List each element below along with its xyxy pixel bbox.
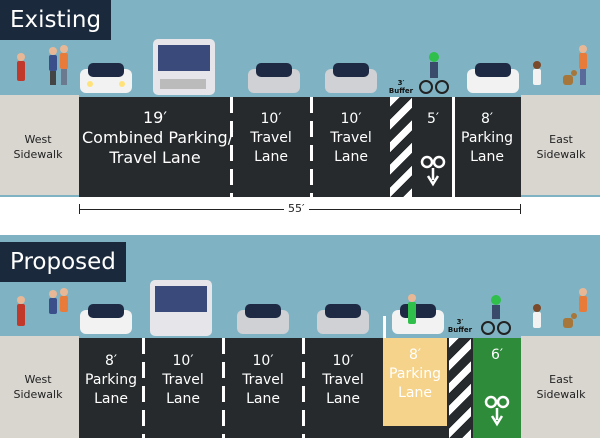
cyclist-icon: [481, 295, 511, 335]
pedestrian-icon: [17, 45, 68, 85]
east-sidewalk-label: East Sidewalk: [536, 133, 586, 161]
dog-icon: [563, 313, 577, 328]
lane-name: Parking Lane: [389, 366, 441, 401]
dimension-tick: [520, 204, 521, 214]
pedestrian-icon: [533, 288, 587, 328]
proposed-title: Proposed: [0, 242, 126, 282]
total-width-label: 55′: [284, 202, 309, 215]
car-icon: [392, 304, 444, 334]
lane-divider: [302, 338, 305, 438]
lane-label-travel-2: 10′ Travel Lane: [313, 110, 389, 167]
lane-width: 8′: [408, 347, 422, 363]
lane-name: Travel Lane: [242, 372, 284, 407]
buffer-stripe: [449, 338, 471, 438]
lane-name: Travel Lane: [330, 130, 372, 165]
west-sidewalk-label: West Sidewalk: [13, 133, 63, 161]
lane-width: 10′: [340, 111, 362, 127]
lane-label-travel-1: 10′ Travel Lane: [145, 352, 221, 409]
lane-width: 5′: [426, 111, 440, 127]
lane-name: Parking Lane: [85, 372, 137, 407]
lane-width: 8′: [104, 353, 118, 369]
car-icon: [80, 304, 132, 334]
pedestrian-icon: [533, 45, 587, 85]
lane-width: 8′: [480, 111, 494, 127]
lane-width: 10′: [332, 353, 354, 369]
west-sidewalk: [0, 95, 79, 195]
lane-label-travel-1: 10′ Travel Lane: [233, 110, 309, 167]
lane-divider: [452, 97, 455, 197]
bicycle-symbol-icon: [420, 155, 446, 187]
lane-width: 6′: [490, 347, 504, 363]
lane-label-parking: 8′ Parking Lane: [81, 352, 141, 409]
lane-width: 3′: [397, 79, 405, 87]
parking-lane-highlight: [383, 338, 447, 426]
lane-label-bike: 6′: [475, 346, 519, 365]
lane-name: Parking Lane: [461, 130, 513, 165]
lane-divider: [310, 97, 313, 197]
east-sidewalk: [521, 95, 600, 195]
lane-label-travel-3: 10′ Travel Lane: [305, 352, 381, 409]
pedestrian-icon: [408, 294, 416, 324]
lane-name: Buffer: [388, 87, 414, 95]
car-icon: [317, 304, 369, 334]
buffer-label: 3′ Buffer: [386, 79, 416, 95]
bicycle-symbol-icon: [484, 395, 510, 427]
lane-width: 10′: [172, 353, 194, 369]
lane-name: Buffer: [447, 326, 473, 334]
east-sidewalk: [521, 336, 600, 438]
lane-label-parking-new: 8′ Parking Lane: [385, 346, 445, 403]
dimension-tick: [79, 204, 80, 214]
car-icon: [325, 63, 377, 93]
lane-label-bike: 5′: [414, 110, 452, 129]
lane-name: Combined Parking/ Travel Lane: [82, 128, 234, 167]
lane-width: 10′: [252, 353, 274, 369]
lane-label-travel-2: 10′ Travel Lane: [225, 352, 301, 409]
east-sidewalk-label: East Sidewalk: [536, 373, 586, 401]
pedestrian-icon: [17, 288, 68, 326]
existing-roadway: [79, 97, 521, 197]
car-icon: [237, 304, 289, 334]
flexpost: [383, 316, 386, 338]
car-icon: [80, 63, 132, 93]
lane-width: 3′: [456, 318, 464, 326]
lane-label-combined: 19′ Combined Parking/ Travel Lane: [82, 108, 234, 168]
bus-icon: [153, 39, 215, 95]
buffer-label: 3′ Buffer: [445, 318, 475, 334]
lane-divider: [222, 338, 225, 438]
dog-icon: [563, 70, 577, 85]
proposed-roadway: [79, 338, 521, 438]
lane-divider: [142, 338, 145, 438]
west-sidewalk-label: West Sidewalk: [13, 373, 63, 401]
proposed-street-scene: [17, 280, 587, 336]
protected-bike-lane: [473, 338, 521, 438]
existing-street-scene: [17, 39, 587, 95]
lane-name: Travel Lane: [250, 130, 292, 165]
car-icon: [248, 63, 300, 93]
buffer-stripe: [390, 97, 412, 197]
bus-icon: [150, 280, 212, 336]
car-icon: [467, 63, 519, 93]
existing-title: Existing: [0, 0, 112, 40]
lane-name: Travel Lane: [322, 372, 364, 407]
cyclist-icon: [419, 52, 449, 94]
lane-width: 19′: [143, 108, 167, 127]
west-sidewalk: [0, 336, 79, 438]
lane-width: 10′: [260, 111, 282, 127]
lane-divider: [230, 97, 233, 197]
lane-name: Travel Lane: [162, 372, 204, 407]
lane-label-parking: 8′ Parking Lane: [456, 110, 518, 167]
